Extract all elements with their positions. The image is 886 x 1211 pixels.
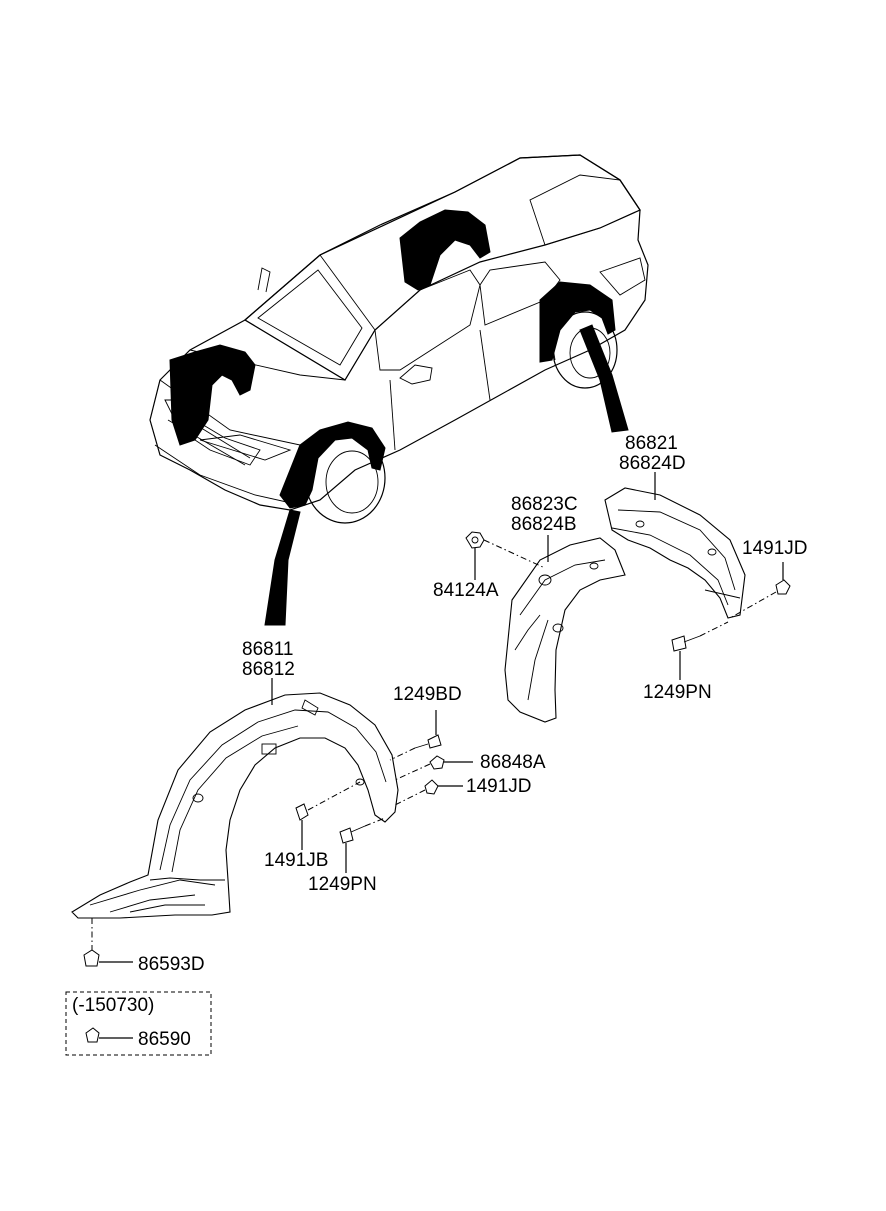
rear-wheel-liner	[604, 487, 746, 619]
screw-rear-icon	[671, 635, 701, 652]
label-clip-front-b: 1491JB	[264, 850, 328, 871]
fastener-alt-icon	[85, 1027, 100, 1043]
clip-rear-icon	[775, 579, 791, 595]
label-bolt-front: 1249BD	[393, 684, 462, 705]
date-range-box	[65, 991, 212, 1056]
bolt-front-icon	[414, 734, 442, 749]
clip-front-icon	[424, 779, 439, 795]
label-screw-rear: 1249PN	[643, 682, 712, 703]
label-fastener-alt: 86590	[138, 1029, 191, 1050]
screw-front-icon	[339, 825, 366, 844]
clip-front-b-icon	[295, 803, 309, 821]
label-rear-guard-bottom: 86824B	[511, 514, 577, 535]
nut-front-icon	[429, 755, 445, 770]
label-rear-liner-top: 86821	[625, 433, 678, 454]
car-illustration	[149, 154, 649, 626]
label-screw-front: 1249PN	[308, 874, 377, 895]
label-rear-liner-bottom: 86824D	[619, 453, 686, 474]
label-fastener-front: 86593D	[138, 954, 205, 975]
rear-mud-guard	[504, 537, 626, 723]
label-date-range: (-150730)	[72, 995, 154, 1016]
label-rear-guard-top: 86823C	[511, 494, 578, 515]
label-front-liner-top: 86811	[242, 639, 293, 660]
label-nut-rear: 84124A	[433, 580, 499, 601]
front-wheel-liner	[71, 692, 399, 919]
label-front-liner-bottom: 86812	[242, 659, 295, 680]
label-nut-front: 86848A	[480, 752, 546, 773]
label-clip-front: 1491JD	[466, 776, 532, 797]
fastener-front-icon	[83, 949, 100, 967]
nut-rear-icon	[465, 531, 485, 549]
label-clip-rear: 1491JD	[742, 538, 808, 559]
